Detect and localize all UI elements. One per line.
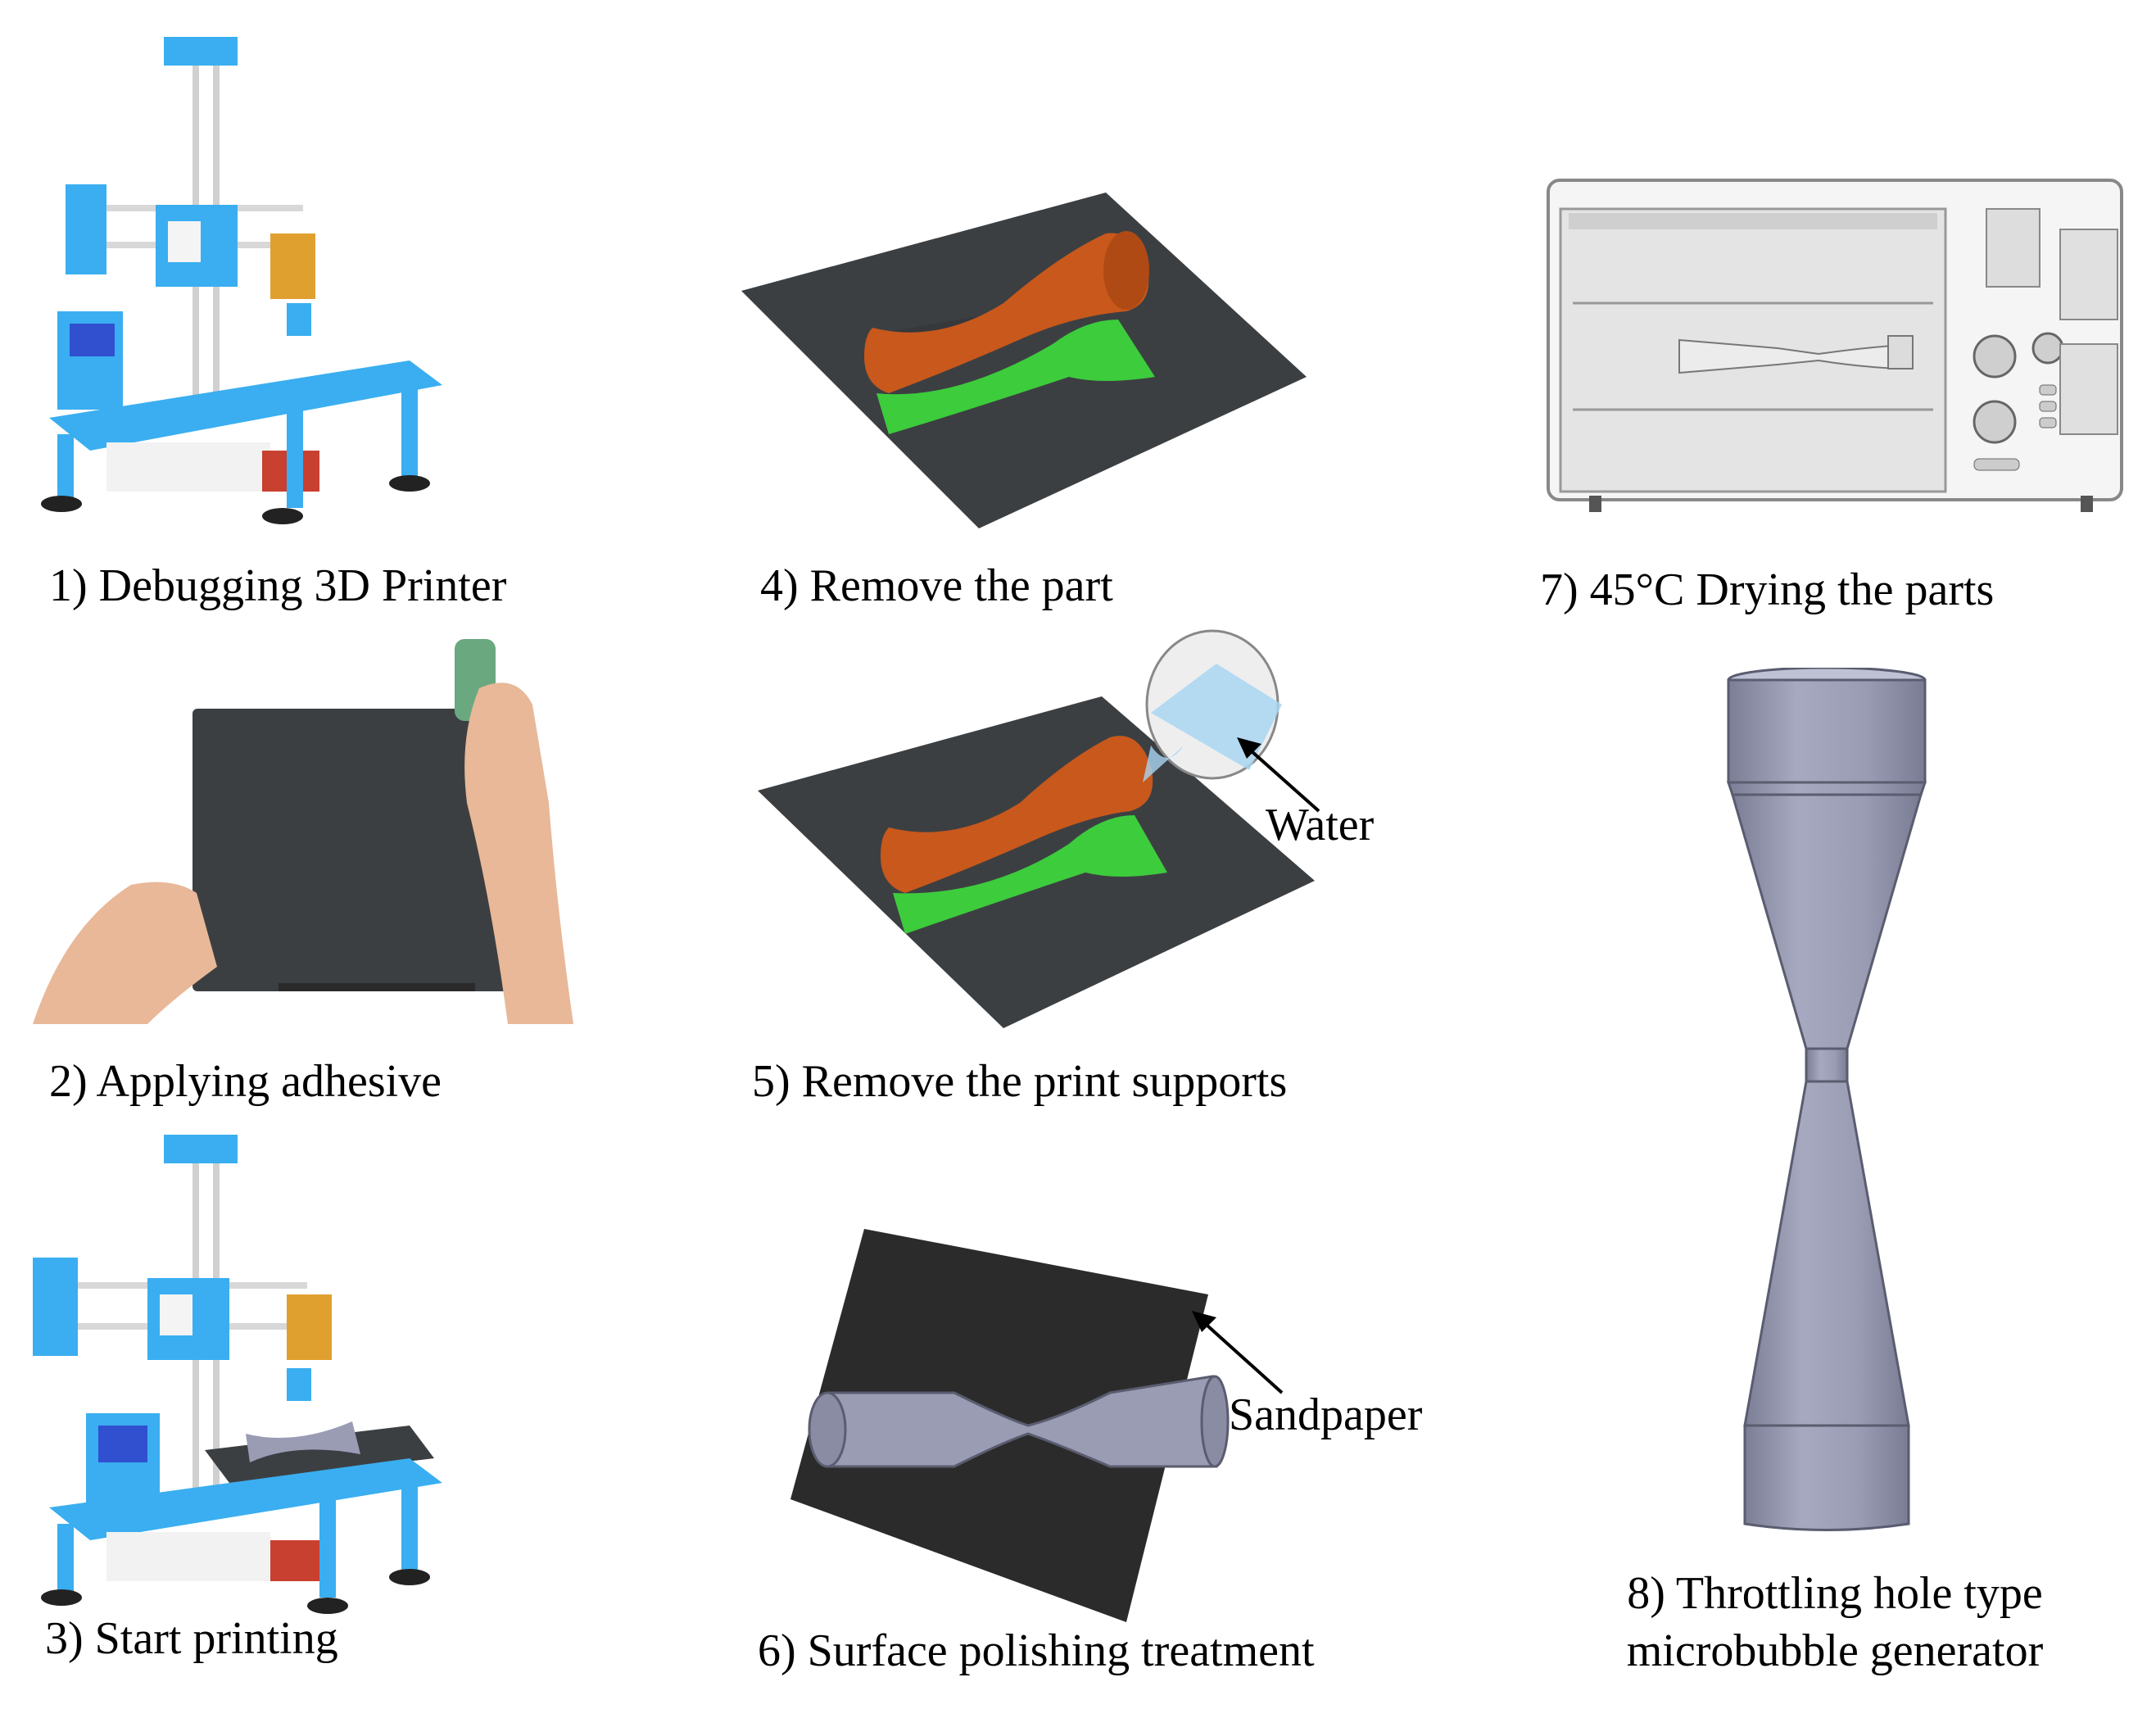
step-6-caption: 6) Surface polishing treatment [758, 1625, 1315, 1676]
remove-part-image [741, 188, 1315, 533]
adhesive-application-image [33, 639, 573, 1024]
step-7-caption: 7) 45°C Drying the parts [1540, 564, 1995, 615]
step-8-caption-line2: microbubble generator [1626, 1625, 2044, 1676]
step-2-caption: 2) Applying adhesive [49, 1056, 442, 1107]
step-5-caption: 5) Remove the print supports [752, 1056, 1288, 1107]
microbubble-generator-image [1704, 668, 1950, 1536]
step-4-caption: 4) Remove the part [760, 560, 1113, 611]
water-arrow [1237, 737, 1320, 813]
step-3-caption: 3) Start printing [45, 1613, 338, 1664]
step-8-caption: 8) Throttling hole type microbubble gene… [1573, 1565, 2097, 1680]
remove-supports-image [758, 606, 1380, 1032]
drying-oven-image [1540, 164, 2130, 516]
printer-printing-image [25, 1131, 451, 1622]
sandpaper-label: Sandpaper [1229, 1389, 1423, 1440]
sandpaper-arrow [1192, 1311, 1284, 1394]
step-1-caption: 1) Debugging 3D Printer [49, 560, 507, 611]
printer-debug-image [25, 33, 451, 524]
water-label: Water [1266, 800, 1375, 850]
surface-polishing-image [790, 1229, 1249, 1622]
step-8-caption-line1: 8) Throttling hole type [1627, 1568, 2043, 1619]
